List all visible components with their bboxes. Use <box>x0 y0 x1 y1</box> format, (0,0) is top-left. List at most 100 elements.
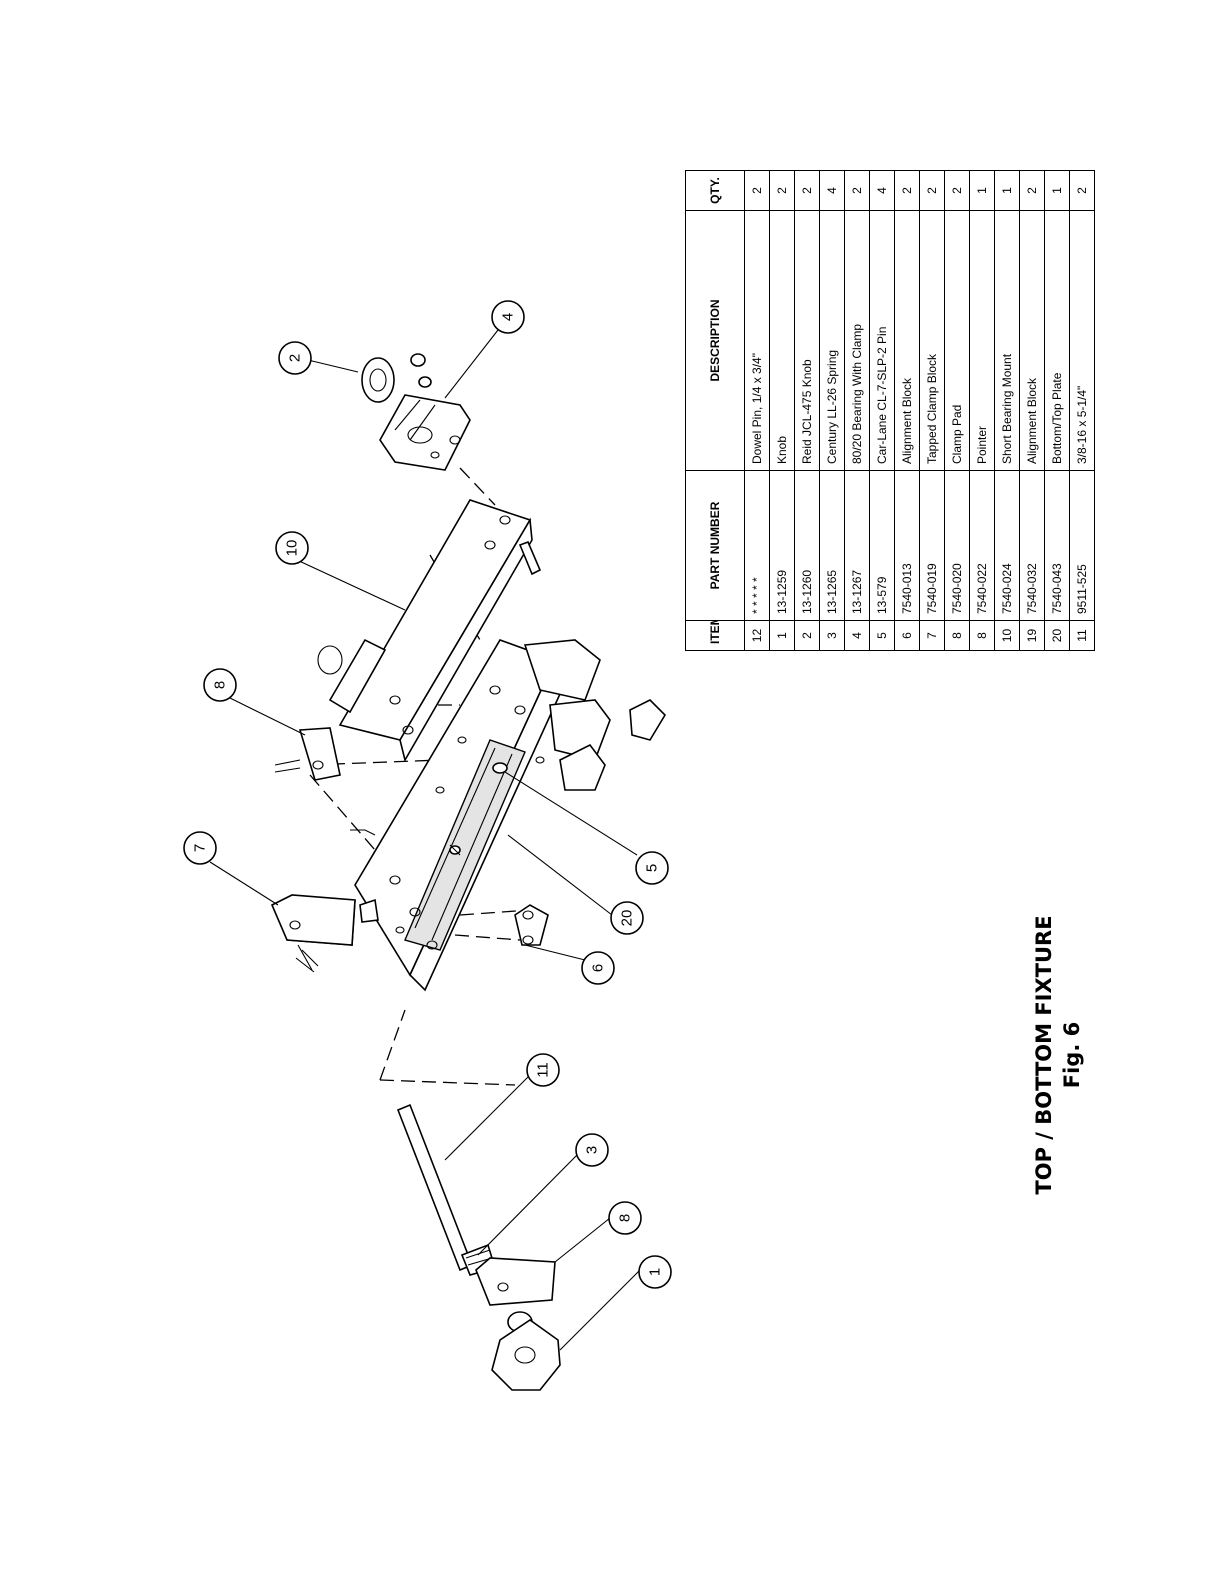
cell-description: Reid JCL-475 Knob <box>794 210 820 471</box>
cell-item: 7 <box>919 620 945 651</box>
callout-7: 7 <box>183 831 217 865</box>
cell-qty: 1 <box>969 170 995 211</box>
table-row: 12* * * * *Dowel Pin, 1/4 x 3/4"2 <box>744 170 770 651</box>
bearing-with-clamp <box>361 353 471 471</box>
figure-title: TOP / BOTTOM FIXTURE <box>1032 915 1056 1195</box>
cell-qty: 1 <box>994 170 1020 211</box>
cell-part-number: 13-1265 <box>819 470 845 621</box>
cell-qty: 2 <box>894 170 920 211</box>
cell-part-number: 7540-013 <box>894 470 920 621</box>
header-description: DESCRIPTION <box>685 210 745 471</box>
parts-list: ITEM PART NUMBER DESCRIPTION QTY. 12* * … <box>685 170 1095 651</box>
cell-part-number: 7540-022 <box>969 470 995 621</box>
cell-qty: 2 <box>944 170 970 211</box>
header-item: ITEM <box>685 620 745 651</box>
callout-5: 5 <box>635 851 669 885</box>
cell-qty: 2 <box>769 170 795 211</box>
cell-item: 5 <box>869 620 895 651</box>
cell-item: 19 <box>1019 620 1045 651</box>
cell-description: Bottom/Top Plate <box>1044 210 1070 471</box>
cell-part-number: 13-1267 <box>844 470 870 621</box>
callout-3-label: 3 <box>584 1146 601 1154</box>
callout-10-label: 10 <box>284 540 301 557</box>
cell-item: 10 <box>994 620 1020 651</box>
callout-8-upper-label: 8 <box>212 681 229 689</box>
tapped-clamp-block <box>270 894 379 973</box>
cell-part-number: 7540-032 <box>1019 470 1045 621</box>
table-header-row: ITEM PART NUMBER DESCRIPTION QTY. <box>685 170 745 651</box>
callout-5-label: 5 <box>644 864 661 872</box>
cell-item: 12 <box>744 620 770 651</box>
cell-description: Alignment Block <box>1019 210 1045 471</box>
callout-2-label: 2 <box>287 354 304 362</box>
clamp-pad-upper <box>274 727 376 836</box>
figure-title-block: TOP / BOTTOM FIXTURE Fig. 6 <box>1030 900 1090 1210</box>
callout-11-label: 11 <box>535 1062 552 1078</box>
callout-7-label: 7 <box>192 844 209 852</box>
callout-8-upper: 8 <box>203 668 237 702</box>
header-part-number: PART NUMBER <box>685 470 745 621</box>
callout-6: 6 <box>581 951 615 985</box>
cell-item: 8 <box>969 620 995 651</box>
cell-qty: 2 <box>1069 170 1095 211</box>
side-clamp-block <box>523 639 667 791</box>
cell-qty: 4 <box>819 170 845 211</box>
cell-description: Pointer <box>969 210 995 471</box>
cell-part-number: 7540-043 <box>1044 470 1070 621</box>
cell-description: Knob <box>769 210 795 471</box>
cell-part-number: 7540-019 <box>919 470 945 621</box>
pin <box>449 762 508 856</box>
figure-subtitle: Fig. 6 <box>1060 1021 1084 1089</box>
callout-8-lower: 8 <box>608 1201 642 1235</box>
callout-11: 11 <box>526 1053 560 1087</box>
cell-part-number: 9511-525 <box>1069 470 1095 621</box>
callout-2: 2 <box>278 341 312 375</box>
cell-item: 6 <box>894 620 920 651</box>
cell-item: 11 <box>1069 620 1095 651</box>
header-qty: QTY. <box>685 170 745 211</box>
callout-20: 20 <box>610 901 644 935</box>
cell-item: 3 <box>819 620 845 651</box>
leader-lines <box>209 329 641 1351</box>
cell-part-number: 13-1259 <box>769 470 795 621</box>
cell-item: 1 <box>769 620 795 651</box>
cell-qty: 1 <box>1044 170 1070 211</box>
cell-qty: 2 <box>1019 170 1045 211</box>
cell-description: Tapped Clamp Block <box>919 210 945 471</box>
cell-description: Alignment Block <box>894 210 920 471</box>
callout-3: 3 <box>575 1133 609 1167</box>
cell-part-number: 13-1260 <box>794 470 820 621</box>
callout-4: 4 <box>491 300 525 334</box>
alignment-block <box>514 904 549 946</box>
cell-item: 2 <box>794 620 820 651</box>
cell-description: Clamp Pad <box>944 210 970 471</box>
callout-4-label: 4 <box>500 313 517 321</box>
callout-10: 10 <box>275 531 309 565</box>
cell-item: 20 <box>1044 620 1070 651</box>
cell-qty: 2 <box>919 170 945 211</box>
short-bearing-mount <box>317 499 542 763</box>
cell-qty: 2 <box>844 170 870 211</box>
cell-description: Short Bearing Mount <box>994 210 1020 471</box>
cell-qty: 2 <box>744 170 770 211</box>
cell-item: 4 <box>844 620 870 651</box>
cell-description: Dowel Pin, 1/4 x 3/4" <box>744 210 770 471</box>
cell-qty: 2 <box>794 170 820 211</box>
cell-item: 8 <box>944 620 970 651</box>
cell-part-number: 13-579 <box>869 470 895 621</box>
parts-table: ITEM PART NUMBER DESCRIPTION QTY. 12* * … <box>685 170 1095 651</box>
cell-description: Car-Lane CL-7-SLP-2 Pin <box>869 210 895 471</box>
